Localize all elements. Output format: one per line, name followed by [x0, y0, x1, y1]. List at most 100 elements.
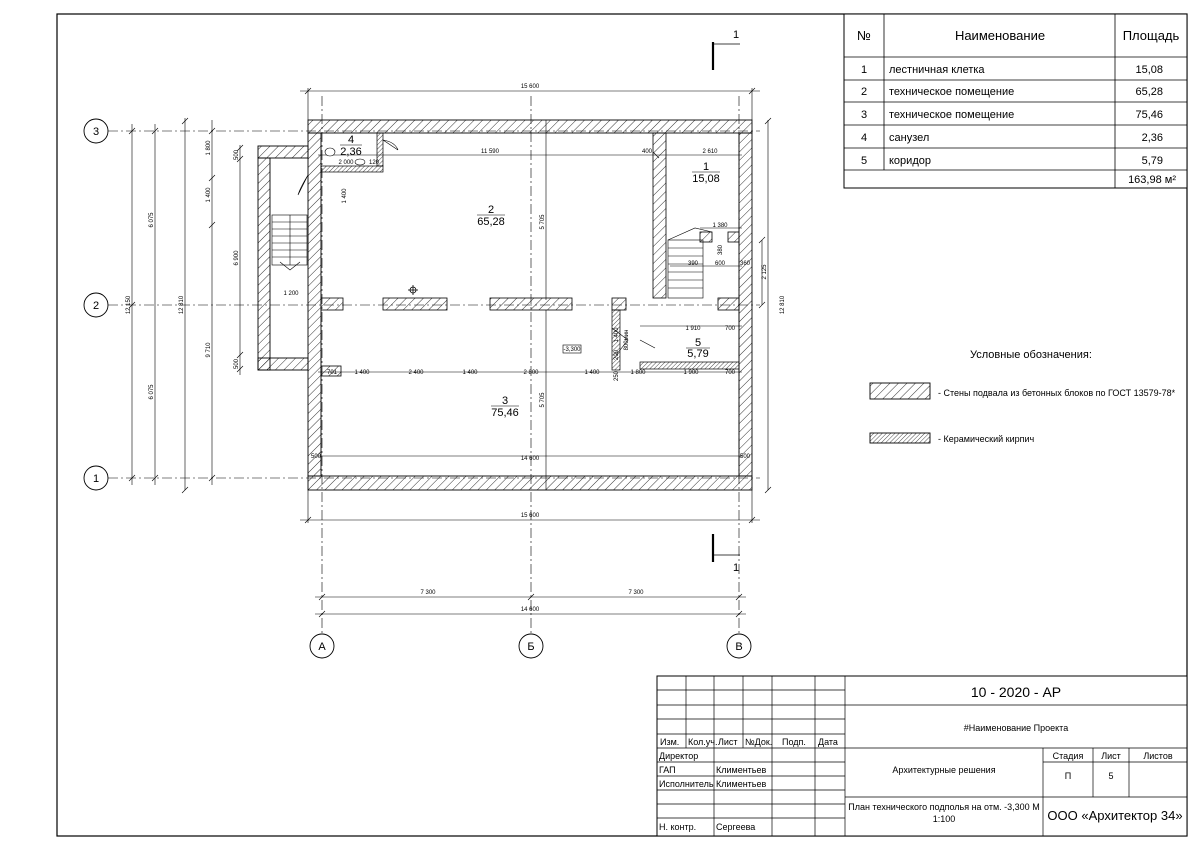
dim-inner-2610: 2 610: [702, 149, 718, 155]
pier-2: [382, 297, 448, 311]
col-header-data: Дата: [818, 737, 838, 747]
sheet-value: 5: [1108, 771, 1113, 781]
pier-5: [717, 297, 740, 311]
annex-wall-north: [257, 145, 309, 159]
dim-left-6075-bot: 6 075: [149, 384, 155, 400]
table-row-2-num: 2: [861, 86, 867, 98]
room-2-area: 65,28: [477, 216, 505, 228]
table-row-5-name: коридор: [889, 155, 931, 167]
role-5: Н. контр.: [659, 822, 696, 832]
dim-left-12150: 12 150: [126, 295, 132, 314]
table-row-5-num: 5: [861, 155, 867, 167]
table-header-num: №: [857, 28, 871, 43]
table-row-2-area: 65,28: [1135, 86, 1163, 98]
dim-inner-5705-bot: 5 705: [540, 392, 546, 408]
sheets-header: Листов: [1143, 751, 1172, 761]
level-mark: -3,300: [563, 347, 581, 353]
axis-label-3: 3: [93, 126, 99, 138]
legend-item-brick: - Керамический кирпич: [938, 434, 1035, 444]
axis-label-a: А: [318, 641, 326, 653]
dim-inner-1400-v: 1 400: [342, 188, 348, 204]
room-1-area: 15,08: [692, 173, 720, 185]
doors: [297, 139, 656, 356]
section-mark-top: [711, 42, 740, 70]
legend: Условные обозначения: - Стены подвала из…: [869, 349, 1176, 444]
dim-inner-500-r: 500: [740, 454, 751, 460]
dim-left-12810: 12 810: [179, 295, 185, 314]
dimension-lines: [128, 87, 772, 618]
table-row-3-area: 75,46: [1135, 109, 1163, 121]
drain-mark: [408, 285, 418, 295]
dim-row-1900: 1 900: [683, 370, 699, 376]
dim-inner-600: 600: [715, 261, 726, 267]
dim-axis-a-b: 7 300: [420, 590, 436, 596]
dim-inner-400: 400: [642, 149, 653, 155]
dim-inner-5705-top: 5 705: [540, 214, 546, 230]
dim-left-500b: 500: [234, 358, 240, 369]
corridor-wall: [639, 361, 740, 370]
wall-east: [738, 132, 753, 477]
dim-row-701: 701: [327, 370, 338, 376]
dim-inner-1200: 1 200: [283, 291, 299, 297]
table-row-1-area: 15,08: [1135, 64, 1163, 76]
company-name: ООО «Архитектор 34»: [1047, 808, 1182, 823]
wc-wall: [320, 165, 384, 173]
dim-inner-14600: 14 600: [521, 456, 540, 462]
legend-swatch-concrete: [869, 382, 931, 400]
legend-title: Условные обозначения:: [970, 349, 1092, 361]
dimension-texts: 15 600 15 600 7 300 7 300 14 600 12 150 …: [126, 84, 786, 613]
dim-row-2800: 2 800: [523, 370, 539, 376]
room-5-number: 5: [695, 337, 701, 349]
legend-item-concrete: - Стены подвала из бетонных блоков по ГО…: [938, 388, 1176, 398]
dim-right-2125: 2 125: [762, 264, 768, 280]
dim-left-6900: 6 900: [234, 250, 240, 266]
table-row-4-area: 2,36: [1142, 132, 1163, 144]
drawing-title-line1: План технического подполья на отм. -3,30…: [848, 802, 1039, 812]
role-1: Директор: [659, 751, 698, 761]
col-header-koluch: Кол.уч.: [688, 737, 718, 747]
dim-axis-b-v: 7 300: [628, 590, 644, 596]
table-row-1-name: лестничная клетка: [889, 64, 985, 76]
dim-row-1800: 1 800: [630, 370, 646, 376]
section-label-top: 1: [733, 29, 739, 41]
role-3-name: Климентьев: [716, 779, 767, 789]
dim-inner-120: 120: [369, 160, 380, 166]
pier-4: [611, 297, 627, 311]
dim-left-1800: 1 800: [206, 140, 212, 156]
dim-left-6075-top: 6 075: [149, 212, 155, 228]
annex-wall-west: [257, 157, 271, 371]
stage-header: Стадия: [1053, 751, 1084, 761]
room-1-number: 1: [703, 161, 709, 173]
role-2-name: Климентьев: [716, 765, 767, 775]
table-row-5-area: 5,79: [1142, 155, 1163, 167]
dim-inner-800min: 800мин: [624, 330, 630, 351]
pier-3: [489, 297, 573, 311]
dim-inner-1400-cor: 1 400: [614, 327, 620, 343]
section-label-bottom: 1: [733, 562, 739, 574]
project-code: 10 - 2020 - АР: [971, 684, 1061, 700]
drawing-title-line2: 1:100: [933, 814, 956, 824]
project-name: #Наименование Проекта: [964, 723, 1068, 733]
dim-bottom-total: 15 600: [521, 513, 540, 519]
stage-value: П: [1065, 771, 1071, 781]
dim-inner-700b: 700: [725, 370, 736, 376]
dim-left-9710: 9 710: [206, 342, 212, 358]
legend-swatch-brick: [869, 432, 931, 444]
partition-row-1: [320, 365, 342, 377]
table-row-4-name: санузел: [889, 132, 929, 144]
col-header-podp: Подп.: [782, 737, 806, 747]
walls: [257, 119, 753, 491]
dim-inner-1380: 1 380: [712, 223, 728, 229]
col-header-izm: Изм.: [660, 737, 679, 747]
dim-row-1400c: 1 400: [584, 370, 600, 376]
stairs-west: [271, 214, 308, 271]
dim-inner-11590: 11 590: [481, 149, 500, 155]
dim-axis-total: 14 600: [521, 607, 540, 613]
axis-bubble-a: [309, 633, 335, 659]
section-mark-bottom: [711, 534, 740, 562]
axis-label-2: 2: [93, 300, 99, 312]
dim-left-1400: 1 400: [206, 187, 212, 203]
role-5-name: Сергеева: [716, 822, 755, 832]
